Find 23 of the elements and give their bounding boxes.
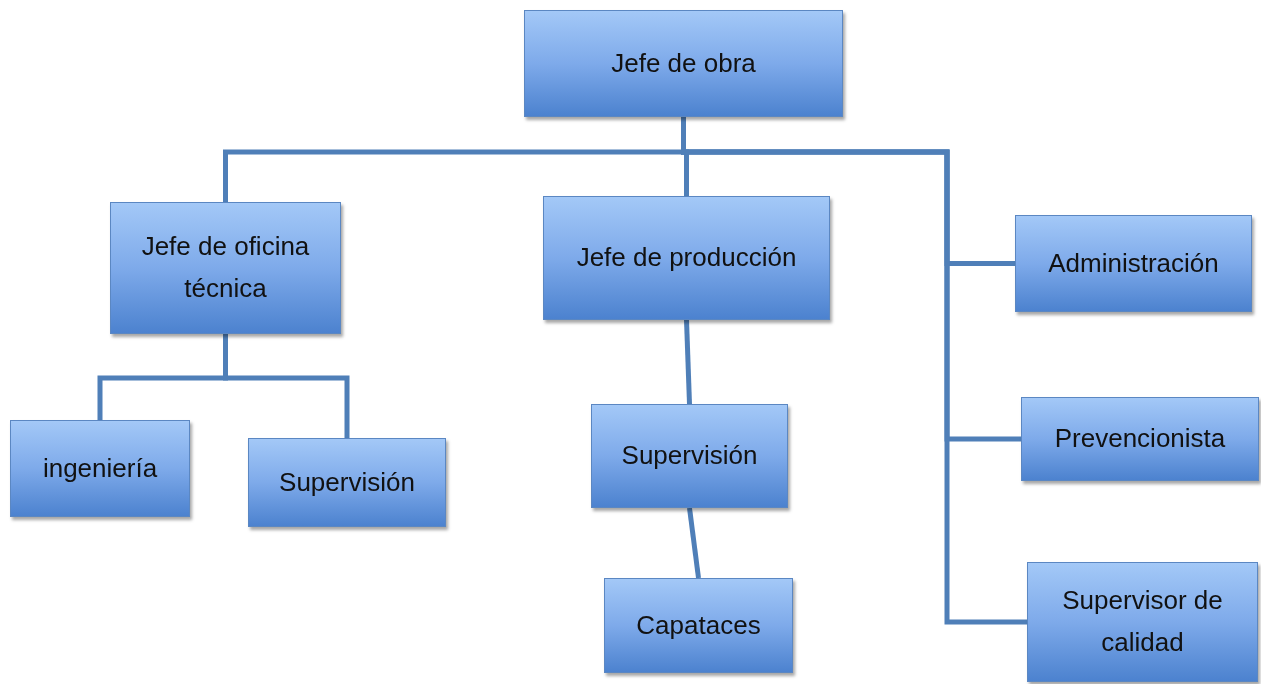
org-box (1027, 562, 1258, 682)
org-box (591, 404, 788, 508)
role-label: Supervisor de calidad (1061, 584, 1224, 659)
role-label: ingeniería (42, 451, 158, 485)
role-label: Jefe de oficina técnica (140, 230, 311, 305)
org-box (524, 10, 843, 117)
connector-line (223, 334, 350, 438)
org-box (110, 202, 341, 334)
connector-line (684, 319, 692, 405)
role-label: Administración (1048, 246, 1219, 280)
org-box (1021, 397, 1259, 481)
org-box (604, 578, 793, 673)
role-label: Jefe de obra (611, 46, 756, 80)
connector-line (687, 507, 701, 579)
role-label: Supervisión (621, 439, 758, 473)
role-label: Jefe de producción (576, 241, 797, 275)
org-box (1015, 215, 1252, 312)
role-label: Supervisión (279, 465, 415, 499)
org-box (10, 420, 190, 517)
role-label: Capataces (636, 608, 761, 642)
role-label: Prevencionista (1054, 422, 1226, 456)
org-box (248, 438, 446, 527)
org-box (543, 196, 830, 320)
